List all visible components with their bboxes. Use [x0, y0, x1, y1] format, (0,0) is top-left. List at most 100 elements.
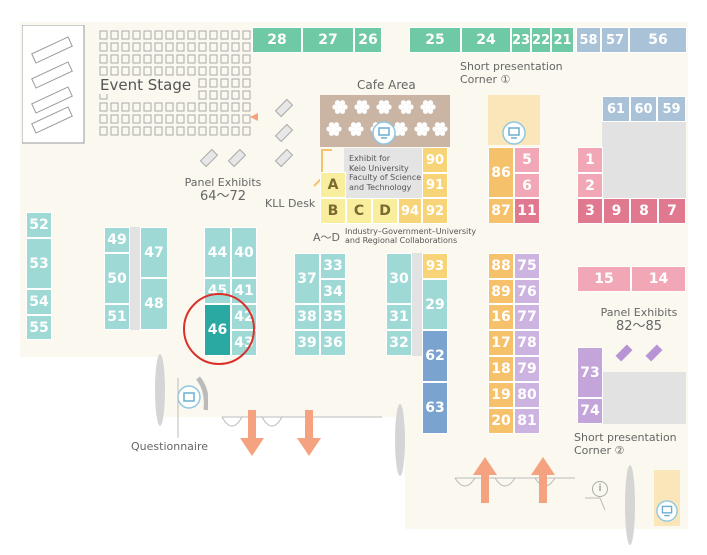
- booth-89[interactable]: 89: [488, 279, 514, 304]
- kll-desk-label: KLL Desk: [265, 197, 316, 210]
- booth-20[interactable]: 20: [488, 408, 514, 434]
- booth-87[interactable]: 87: [488, 198, 514, 224]
- questionnaire-pointer: [177, 376, 208, 438]
- booth-C[interactable]: C: [346, 198, 372, 224]
- booth-47[interactable]: 47: [140, 227, 168, 278]
- booth-14[interactable]: 14: [631, 266, 686, 292]
- booth-56[interactable]: 56: [629, 27, 687, 53]
- booth-19[interactable]: 19: [488, 382, 514, 408]
- booth-17[interactable]: 17: [488, 330, 514, 356]
- partition-pink: [603, 147, 686, 198]
- booth-28[interactable]: 28: [252, 27, 302, 53]
- panel-exhibits-left-label: Panel Exhibits 64～72: [183, 176, 263, 205]
- booth-18[interactable]: 18: [488, 356, 514, 382]
- booth-16[interactable]: 16: [488, 304, 514, 330]
- booth-34[interactable]: 34: [320, 279, 346, 304]
- keio-exhibit-line2: Keio University: [349, 163, 409, 173]
- booth-61[interactable]: 61: [602, 96, 630, 122]
- booth-91[interactable]: 91: [422, 173, 448, 198]
- booth-57[interactable]: 57: [601, 27, 629, 53]
- keio-exhibit-area: [344, 148, 422, 200]
- partition-30: [412, 253, 422, 356]
- booth-49[interactable]: 49: [104, 227, 130, 253]
- booth-62[interactable]: 62: [422, 330, 448, 382]
- booth-51[interactable]: 51: [104, 304, 130, 330]
- booth-6[interactable]: 6: [514, 173, 540, 198]
- booth-21[interactable]: 21: [551, 27, 574, 53]
- highlight-ring: [183, 293, 255, 365]
- booth-5[interactable]: 5: [514, 147, 540, 173]
- booth-48[interactable]: 48: [140, 278, 168, 330]
- booth-63[interactable]: 63: [422, 382, 448, 434]
- booth-55[interactable]: 55: [26, 315, 52, 340]
- booth-59[interactable]: 59: [657, 96, 686, 122]
- presentation-screen-icon-2: [656, 500, 678, 522]
- booth-32[interactable]: 32: [386, 330, 412, 356]
- booth-80[interactable]: 80: [514, 382, 540, 408]
- booth-58[interactable]: 58: [576, 27, 601, 53]
- booth-75[interactable]: 75: [514, 253, 540, 279]
- booth-50[interactable]: 50: [104, 253, 130, 304]
- booth-60[interactable]: 60: [630, 96, 657, 122]
- partition-73: [603, 372, 686, 424]
- booth-25[interactable]: 25: [409, 27, 461, 53]
- booth-44[interactable]: 44: [204, 227, 231, 278]
- short-presentation-1-corner: Corner ①: [460, 72, 511, 86]
- panel-exhibits-left-range: 64～72: [199, 188, 247, 204]
- booth-90[interactable]: 90: [422, 147, 448, 173]
- booth-81[interactable]: 81: [514, 408, 540, 434]
- booth-74[interactable]: 74: [577, 398, 603, 424]
- partition-49: [130, 227, 140, 330]
- booth-29[interactable]: 29: [422, 279, 448, 330]
- booth-9[interactable]: 9: [603, 198, 630, 224]
- presentation-screen-icon-1: [502, 121, 526, 145]
- booth-A[interactable]: A: [320, 172, 346, 198]
- booth-79[interactable]: 79: [514, 356, 540, 382]
- booth-15[interactable]: 15: [577, 266, 631, 292]
- booth-8[interactable]: 8: [630, 198, 658, 224]
- booth-94[interactable]: 94: [398, 198, 422, 224]
- booth-86[interactable]: 86: [488, 147, 514, 198]
- booth-46[interactable]: 46: [204, 304, 231, 356]
- booth-22[interactable]: 22: [531, 27, 551, 53]
- keio-exhibit-line1: Exhibit for: [349, 154, 391, 163]
- questionnaire-label: Questionnaire: [131, 440, 209, 453]
- booth-77[interactable]: 77: [514, 304, 540, 330]
- booth-3[interactable]: 3: [577, 198, 603, 224]
- booth-30[interactable]: 30: [386, 253, 412, 304]
- keio-exhibit-label: Exhibit for Keio University Faculty of S…: [349, 154, 421, 192]
- booth-1[interactable]: 1: [577, 147, 603, 173]
- booth-B[interactable]: B: [320, 198, 346, 224]
- ad-range-label: A～D: [313, 231, 340, 244]
- booth-78[interactable]: 78: [514, 330, 540, 356]
- panel-exhibits-left-title: Panel Exhibits: [184, 176, 262, 189]
- booth-35[interactable]: 35: [320, 304, 346, 330]
- booth-26[interactable]: 26: [354, 27, 382, 53]
- booth-73[interactable]: 73: [577, 347, 603, 398]
- booth-27[interactable]: 27: [302, 27, 354, 53]
- booth-2[interactable]: 2: [577, 173, 603, 198]
- booth-23[interactable]: 23: [511, 27, 531, 53]
- booth-31[interactable]: 31: [386, 304, 412, 330]
- booth-92[interactable]: 92: [422, 198, 448, 224]
- booth-37[interactable]: 37: [294, 253, 320, 304]
- booth-D[interactable]: D: [372, 198, 398, 224]
- booth-11[interactable]: 11: [514, 198, 540, 224]
- booth-88[interactable]: 88: [488, 253, 514, 279]
- booth-38[interactable]: 38: [294, 304, 320, 330]
- booth-76[interactable]: 76: [514, 279, 540, 304]
- keio-exhibit-line4: and Technology: [349, 182, 412, 192]
- event-stage-area: [22, 25, 267, 145]
- booth-36[interactable]: 36: [320, 330, 346, 356]
- booth-54[interactable]: 54: [26, 289, 52, 315]
- booth-24[interactable]: 24: [461, 27, 511, 53]
- booth-7[interactable]: 7: [658, 198, 686, 224]
- booth-53[interactable]: 53: [26, 238, 52, 289]
- entrance-arrow-icon: [473, 457, 497, 503]
- booth-39[interactable]: 39: [294, 330, 320, 356]
- booth-33[interactable]: 33: [320, 253, 346, 279]
- booth-93[interactable]: 93: [422, 253, 448, 279]
- booth-40[interactable]: 40: [231, 227, 257, 278]
- info-icon: i: [592, 481, 608, 497]
- booth-52[interactable]: 52: [26, 212, 52, 238]
